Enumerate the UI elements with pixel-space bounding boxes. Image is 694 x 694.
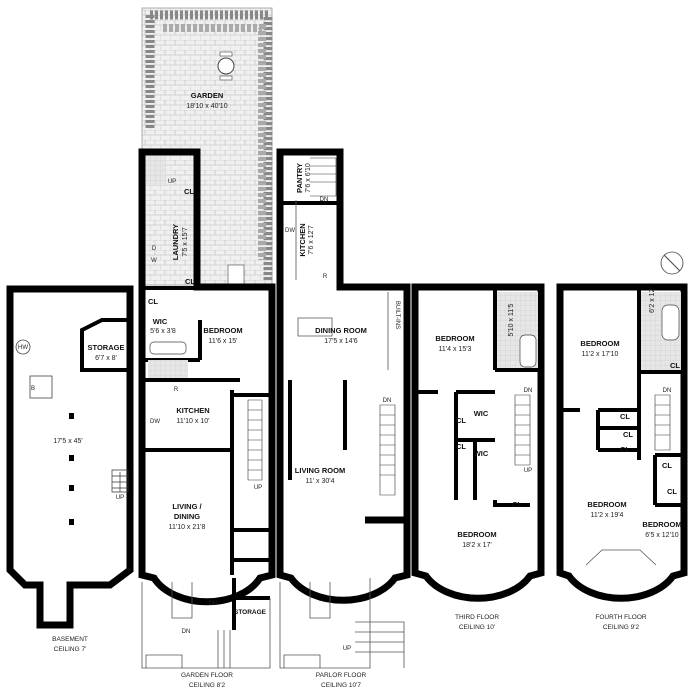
builtins-label: BUILT-INS bbox=[394, 301, 400, 329]
fourth-bedroom1-label: BEDROOM bbox=[580, 339, 619, 348]
laundry-label: LAUNDRY bbox=[171, 224, 180, 260]
fourth-bedroom3-label: BEDROOM bbox=[642, 520, 681, 529]
fourth-floor-caption: FOURTH FLOOR bbox=[595, 614, 646, 621]
fourth-cl3-label: CL bbox=[620, 445, 630, 454]
water-heater-label: HW bbox=[18, 345, 28, 351]
boiler-label: B bbox=[31, 386, 35, 392]
garden-floor-plan: LAUNDRY 7'5 x 15'7 D W UP CL CL CL WIC 5… bbox=[138, 148, 276, 689]
garden: GARDEN 18'10 x 40'10 bbox=[141, 7, 273, 286]
parlor-kitchen-label: KITCHEN bbox=[298, 223, 307, 256]
laundry-dim: 7'5 x 15'7 bbox=[182, 227, 189, 257]
stair-icon bbox=[111, 469, 129, 493]
parlor-dishwasher-label: DW bbox=[285, 228, 295, 234]
stair-icon bbox=[247, 399, 263, 481]
dining-room-label: DINING ROOM bbox=[315, 326, 367, 335]
washer-label: W bbox=[151, 258, 157, 264]
basement-up-label: UP bbox=[116, 495, 124, 501]
garden-closet-label: CL bbox=[185, 277, 195, 286]
fourth-dn-label: DN bbox=[663, 388, 672, 394]
third-floor-plan: BEDROOM 11'4 x 15'3 5'10 x 11'5 WIC WIC … bbox=[411, 283, 545, 631]
third-cl2-label: CL bbox=[456, 442, 466, 451]
bathtub-icon bbox=[661, 304, 680, 341]
garden-bedroom-dim: 11'6 x 15' bbox=[208, 338, 237, 345]
garden-stair-up-label: UP bbox=[254, 485, 262, 491]
fourth-floor-ceiling: CEILING 9'2 bbox=[603, 624, 640, 631]
stair-icon bbox=[514, 394, 531, 466]
fourth-bedroom2-dim: 11'2 x 19'4 bbox=[591, 512, 624, 519]
fourth-bedroom3-dim: 6'5 x 12'10 bbox=[645, 532, 679, 539]
garden-storage-label: STORAGE bbox=[234, 609, 267, 616]
dining-room-dim: 17'5 x 14'6 bbox=[324, 338, 358, 345]
fourth-cl1-label: CL bbox=[620, 412, 630, 421]
parlor-kitchen-dim: 7'6 x 12'7 bbox=[308, 225, 315, 255]
garden-label: GARDEN bbox=[191, 91, 224, 100]
third-bedroom2-label: BEDROOM bbox=[457, 530, 496, 539]
dryer-label: D bbox=[152, 246, 157, 252]
parlor-floor-ceiling: CEILING 10'7 bbox=[321, 682, 361, 689]
laundry-closet-label: CL bbox=[184, 187, 194, 196]
fourth-bedroom1-dim: 11'2 x 17'10 bbox=[582, 351, 619, 358]
third-cl1-label: CL bbox=[456, 416, 466, 425]
living-room-label: LIVING ROOM bbox=[295, 466, 345, 475]
stair-icon bbox=[654, 394, 671, 451]
garden-dim: 18'10 x 40'10 bbox=[186, 103, 227, 110]
basement-main-dim: 17'5 x 45' bbox=[53, 438, 83, 445]
garden-floor-caption: GARDEN FLOOR bbox=[181, 672, 233, 679]
wic-label: WIC bbox=[153, 317, 168, 326]
garden-kitchen-dim: 11'10 x 10' bbox=[177, 418, 210, 425]
third-floor-caption: THIRD FLOOR bbox=[455, 614, 499, 621]
third-bedroom1-label: BEDROOM bbox=[435, 334, 474, 343]
basement-storage-label: STORAGE bbox=[88, 343, 125, 352]
third-bedroom2-dim: 18'2 x 17' bbox=[462, 542, 492, 549]
basement-ceiling: CEILING 7' bbox=[54, 646, 87, 653]
basement-storage-dim: 6'7 x 8' bbox=[95, 355, 117, 362]
living-label-1: LIVING / bbox=[172, 502, 202, 511]
fourth-cl-bath-label: CL bbox=[670, 361, 680, 370]
basement-plan: HW B STORAGE 6'7 x 8' 17'5 x 45' UP BASE… bbox=[6, 285, 134, 653]
parlor-floor-plan: PANTRY 7'6 x 6'10 DN DW KITCHEN 7'6 x 12… bbox=[276, 148, 411, 689]
hedge-icon bbox=[145, 10, 273, 280]
bedroom-closet-label: CL bbox=[148, 297, 158, 306]
wic-dim: 5'6 x 3'8 bbox=[150, 328, 176, 335]
living-room-dim: 11' x 30'4 bbox=[305, 478, 334, 485]
fourth-bath-dim: 6'2 x 12' bbox=[649, 287, 656, 313]
garden-floor-ceiling: CEILING 8'2 bbox=[189, 682, 226, 689]
fourth-cl2-label: CL bbox=[623, 430, 633, 439]
stair-icon bbox=[310, 157, 396, 496]
third-bedroom1-dim: 11'4 x 15'3 bbox=[439, 346, 472, 353]
garden-bedroom-label: BEDROOM bbox=[203, 326, 242, 335]
dishwasher-label: DW bbox=[150, 419, 160, 425]
fourth-cl5-label: CL bbox=[667, 487, 677, 496]
living-dim: 11'10 x 21'8 bbox=[169, 524, 206, 531]
bathtub-icon bbox=[149, 341, 187, 355]
third-wic1-label: WIC bbox=[474, 409, 489, 418]
fourth-bedroom2-label: BEDROOM bbox=[587, 500, 626, 509]
parlor-up-label: UP bbox=[343, 646, 351, 652]
third-dn-label: DN bbox=[524, 388, 533, 394]
garden-dn-label: DN bbox=[209, 601, 218, 607]
basement-caption: BASEMENT bbox=[52, 636, 88, 643]
third-bath-dim: 5'10 x 11'5 bbox=[508, 303, 515, 336]
fourth-cl4-label: CL bbox=[662, 461, 672, 470]
garden-table-icon bbox=[217, 57, 235, 75]
parlor-floor-caption: PARLOR FLOOR bbox=[316, 672, 367, 679]
laundry-up-label: UP bbox=[168, 179, 176, 185]
fridge-label: R bbox=[174, 387, 179, 393]
pantry-label: PANTRY bbox=[295, 163, 304, 193]
third-up-label: UP bbox=[524, 468, 532, 474]
parlor-fridge-label: R bbox=[323, 274, 328, 280]
garden-kitchen-label: KITCHEN bbox=[176, 406, 209, 415]
pantry-dim: 7'6 x 6'10 bbox=[305, 163, 312, 193]
living-label-2: DINING bbox=[174, 512, 200, 521]
pantry-dn-label: DN bbox=[320, 197, 329, 203]
third-cl3-label: CL bbox=[512, 500, 522, 509]
parlor-stair-dn-label: DN bbox=[383, 398, 392, 404]
entry-dn-label: DN bbox=[182, 629, 191, 635]
fourth-floor-plan: BEDROOM 11'2 x 17'10 6'2 x 12' CL CL CL … bbox=[556, 251, 688, 631]
third-floor-ceiling: CEILING 10' bbox=[459, 624, 495, 631]
third-wic2-label: WIC bbox=[474, 449, 489, 458]
bathtub-icon bbox=[519, 334, 537, 368]
